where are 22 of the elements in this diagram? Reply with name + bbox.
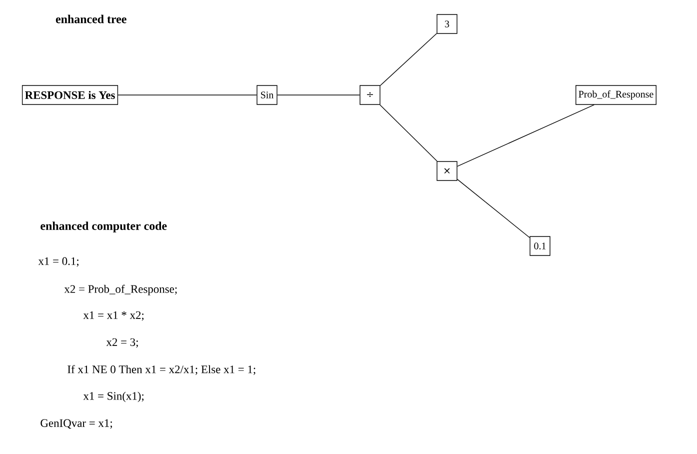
code-line: If x1 NE 0 Then x1 = x2/x1; Else x1 = 1; xyxy=(68,365,256,375)
tree-node-box: 3 xyxy=(436,14,458,34)
code-line: x1 = Sin(x1); xyxy=(83,392,144,402)
code-line: x1 = 0.1; xyxy=(38,257,78,267)
tree-node-box: 0.1 xyxy=(530,236,550,256)
section-heading: enhanced computer code xyxy=(40,222,167,232)
tree-node-box: Prob_of_Response xyxy=(576,85,656,105)
tree-node-box: ÷ xyxy=(360,85,380,105)
connector-line xyxy=(457,178,530,238)
title: enhanced tree xyxy=(56,14,126,24)
tree-node-box: Sin xyxy=(256,85,278,105)
code-line: x2 = 3; xyxy=(106,338,138,348)
connector-line xyxy=(380,104,438,162)
connector-line xyxy=(118,94,257,96)
connector-line xyxy=(277,94,360,96)
connector-line xyxy=(457,104,594,167)
tree-node-box: × xyxy=(436,161,458,181)
tree-node-box: RESPONSE is Yes xyxy=(22,85,118,105)
connector-line xyxy=(380,33,437,86)
code-line: x2 = Prob_of_Response; xyxy=(64,284,177,296)
code-line: GenIQvar = x1; xyxy=(40,419,112,429)
code-line: x1 = x1 * x2; xyxy=(83,311,144,321)
